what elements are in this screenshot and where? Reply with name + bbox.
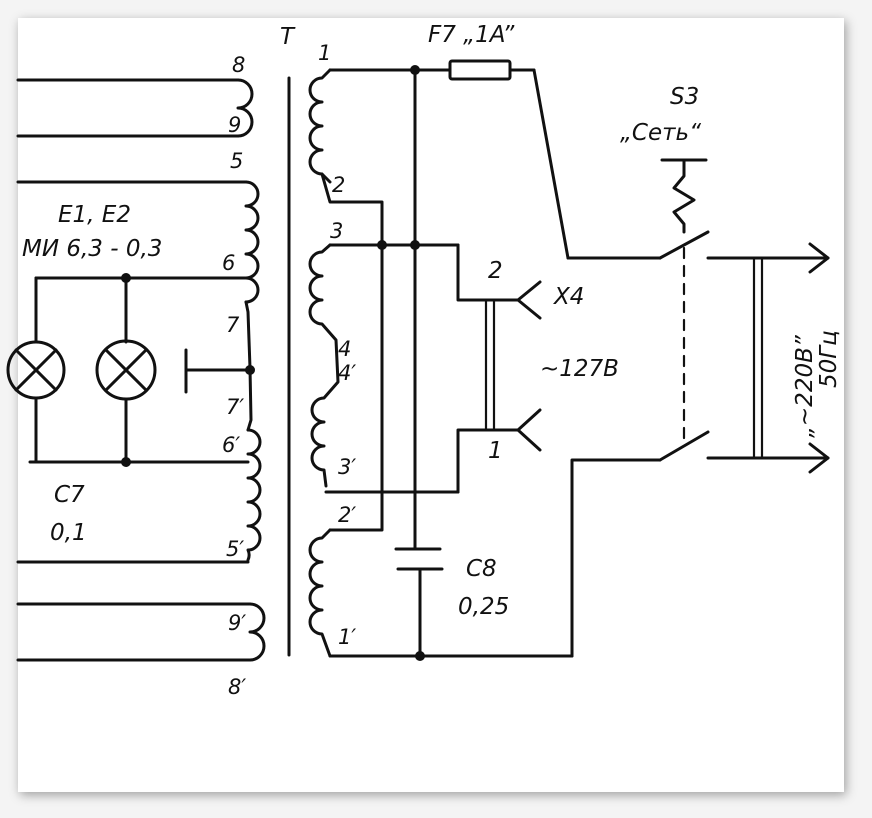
lamp-e2-icon	[95, 276, 157, 464]
label-fuse: F7 „1A”	[428, 22, 515, 48]
capacitor-c8	[394, 547, 444, 571]
label-mains-voltage: „~220B”	[792, 334, 818, 438]
junction-dot	[377, 240, 387, 250]
lamp-e1-icon	[6, 276, 66, 464]
label-lamps-ref: E1, E2	[58, 202, 131, 228]
pin-label: 1′	[338, 625, 356, 649]
switch-s3-icon	[658, 158, 710, 462]
pin-label: 9	[228, 113, 241, 137]
pin-label: 3	[330, 219, 343, 243]
label-c7-value: 0,1	[50, 520, 87, 546]
label-c8-ref: C8	[466, 556, 497, 582]
pin-label: 7	[226, 313, 240, 337]
label-transformer: T	[280, 24, 296, 50]
pin-label: 4′	[338, 361, 356, 385]
primary-winding-3-3b	[308, 243, 460, 494]
label-socket-pin-1: 1	[488, 438, 503, 464]
pin-label: 2	[332, 173, 345, 197]
pin-label: 4	[338, 337, 351, 361]
secondary-winding-7b-6b-5b	[16, 366, 262, 564]
label-socket-ref: X4	[553, 284, 584, 310]
junction-dot	[245, 365, 255, 375]
label-switch-name: „Сеть“	[620, 120, 701, 146]
label-c7-ref: C7	[54, 482, 85, 508]
pin-label: 2′	[338, 503, 356, 527]
secondary-winding-8-9	[16, 78, 254, 138]
junction-dot	[121, 457, 131, 467]
pin-label: 6	[222, 251, 235, 275]
label-switch-id: S3	[670, 84, 699, 110]
pin-label: 5′	[226, 537, 244, 561]
pin-label: 5	[230, 149, 243, 173]
label-socket-voltage: ~127B	[540, 356, 619, 382]
pin-label: 6′	[222, 433, 240, 457]
primary-winding-1-2	[308, 68, 417, 498]
secondary-winding-9b-8b	[16, 602, 266, 662]
mains-output	[706, 242, 830, 474]
label-c8-value: 0,25	[458, 594, 509, 620]
pin-label: 8	[232, 53, 245, 77]
pin-label: 3′	[338, 455, 356, 479]
primary-winding-2b-1b	[308, 494, 574, 658]
pin-label: 8′	[228, 675, 246, 699]
pin-label: 1	[318, 41, 331, 65]
secondary-winding-5-6-7	[16, 180, 260, 370]
fuse-f7-icon	[413, 59, 570, 260]
diagram-frame	[18, 18, 844, 792]
chassis-ground-icon	[184, 348, 252, 394]
label-socket-pin-2: 2	[488, 258, 503, 284]
label-mains-frequency: 50Гц	[816, 330, 842, 388]
socket-x4	[456, 243, 542, 494]
junction-dot	[121, 273, 131, 283]
pin-label: 7′	[226, 395, 244, 419]
pin-label: 9′	[228, 611, 246, 635]
label-lamps-type: МИ 6,3 - 0,3	[22, 236, 162, 262]
